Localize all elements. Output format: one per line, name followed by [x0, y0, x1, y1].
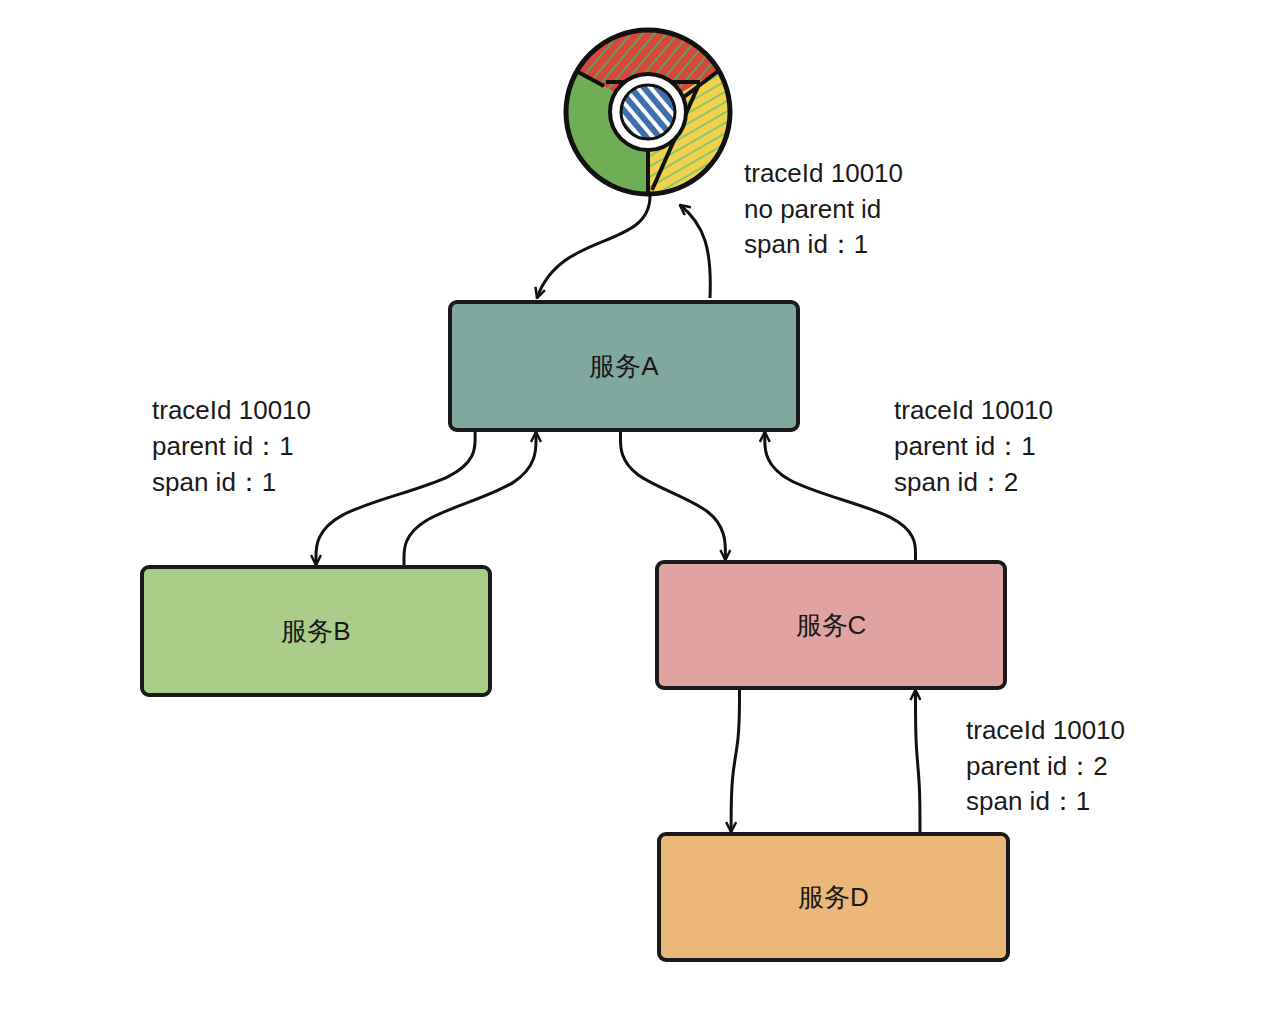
trace-annotation: span id：2 [892, 467, 1020, 497]
call-arrow [404, 432, 536, 565]
trace-annotation: traceId 10010 [742, 158, 905, 188]
call-arrow [915, 690, 920, 832]
service-name: 服务C [784, 608, 879, 643]
trace-annotation: traceId 10010 [964, 715, 1127, 745]
chrome-icon [566, 30, 730, 194]
trace-annotation: parent id：1 [150, 431, 296, 461]
trace-annotation: parent id：1 [892, 431, 1038, 461]
trace-annotation: no parent id [742, 194, 883, 224]
call-arrow [731, 690, 739, 832]
service-name: 服务B [269, 614, 362, 649]
service-box: 服务B [140, 565, 492, 697]
blue-center [621, 85, 675, 139]
outer-ring [566, 30, 730, 194]
service-name: 服务D [786, 880, 881, 915]
request-arrow [537, 196, 650, 298]
trace-annotation: traceId 10010 [150, 395, 313, 425]
trace-annotation: span id：1 [150, 467, 278, 497]
trace-annotation: span id：1 [742, 229, 870, 259]
call-arrow [316, 432, 475, 565]
service-box: 服务D [657, 832, 1010, 962]
service-box: 服务A [448, 300, 800, 432]
service-box: 服务C [655, 560, 1007, 690]
trace-annotation: traceId 10010 [892, 395, 1055, 425]
service-name: 服务A [577, 349, 670, 384]
call-arrow [620, 432, 725, 560]
response-arrow [680, 205, 710, 298]
inner-ring [610, 74, 686, 150]
trace-annotation: parent id：2 [964, 751, 1110, 781]
trace-annotation: span id：1 [964, 786, 1092, 816]
